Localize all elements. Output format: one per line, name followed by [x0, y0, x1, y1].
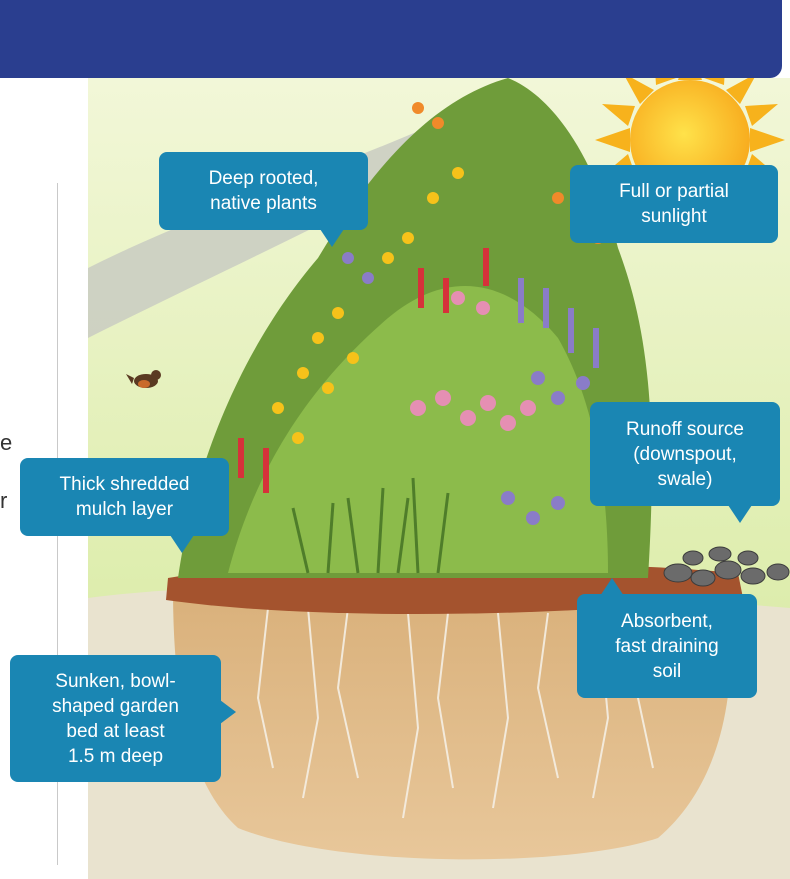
cropped-text-edge: e	[0, 430, 12, 456]
callout-deep-rooted-tail	[320, 229, 344, 247]
cropped-text-edge-2: r	[0, 488, 12, 514]
callout-sunken-bed-label: Sunken, bowl- shaped garden bed at least…	[52, 669, 179, 769]
callout-runoff-label: Runoff source (downspout, swale)	[626, 417, 744, 492]
callout-sunken-bed: Sunken, bowl- shaped garden bed at least…	[10, 655, 221, 782]
callout-soil-tail	[600, 578, 624, 596]
callout-runoff-source: Runoff source (downspout, swale)	[590, 402, 780, 506]
header-banner	[0, 0, 782, 78]
callout-sunlight-label: Full or partial sunlight	[619, 179, 729, 229]
callout-absorbent-soil: Absorbent, fast draining soil	[577, 594, 757, 698]
callout-mulch-layer: Thick shredded mulch layer	[20, 458, 229, 536]
callout-mulch-label: Thick shredded mulch layer	[60, 472, 190, 522]
callout-mulch-tail	[170, 535, 194, 553]
callout-deep-rooted-plants: Deep rooted, native plants	[159, 152, 368, 230]
callout-sunlight: Full or partial sunlight	[570, 165, 778, 243]
callout-sunken-bed-tail	[220, 700, 236, 724]
callout-deep-rooted-label: Deep rooted, native plants	[209, 166, 319, 216]
callout-runoff-tail	[728, 505, 752, 523]
callout-soil-label: Absorbent, fast draining soil	[615, 609, 719, 684]
